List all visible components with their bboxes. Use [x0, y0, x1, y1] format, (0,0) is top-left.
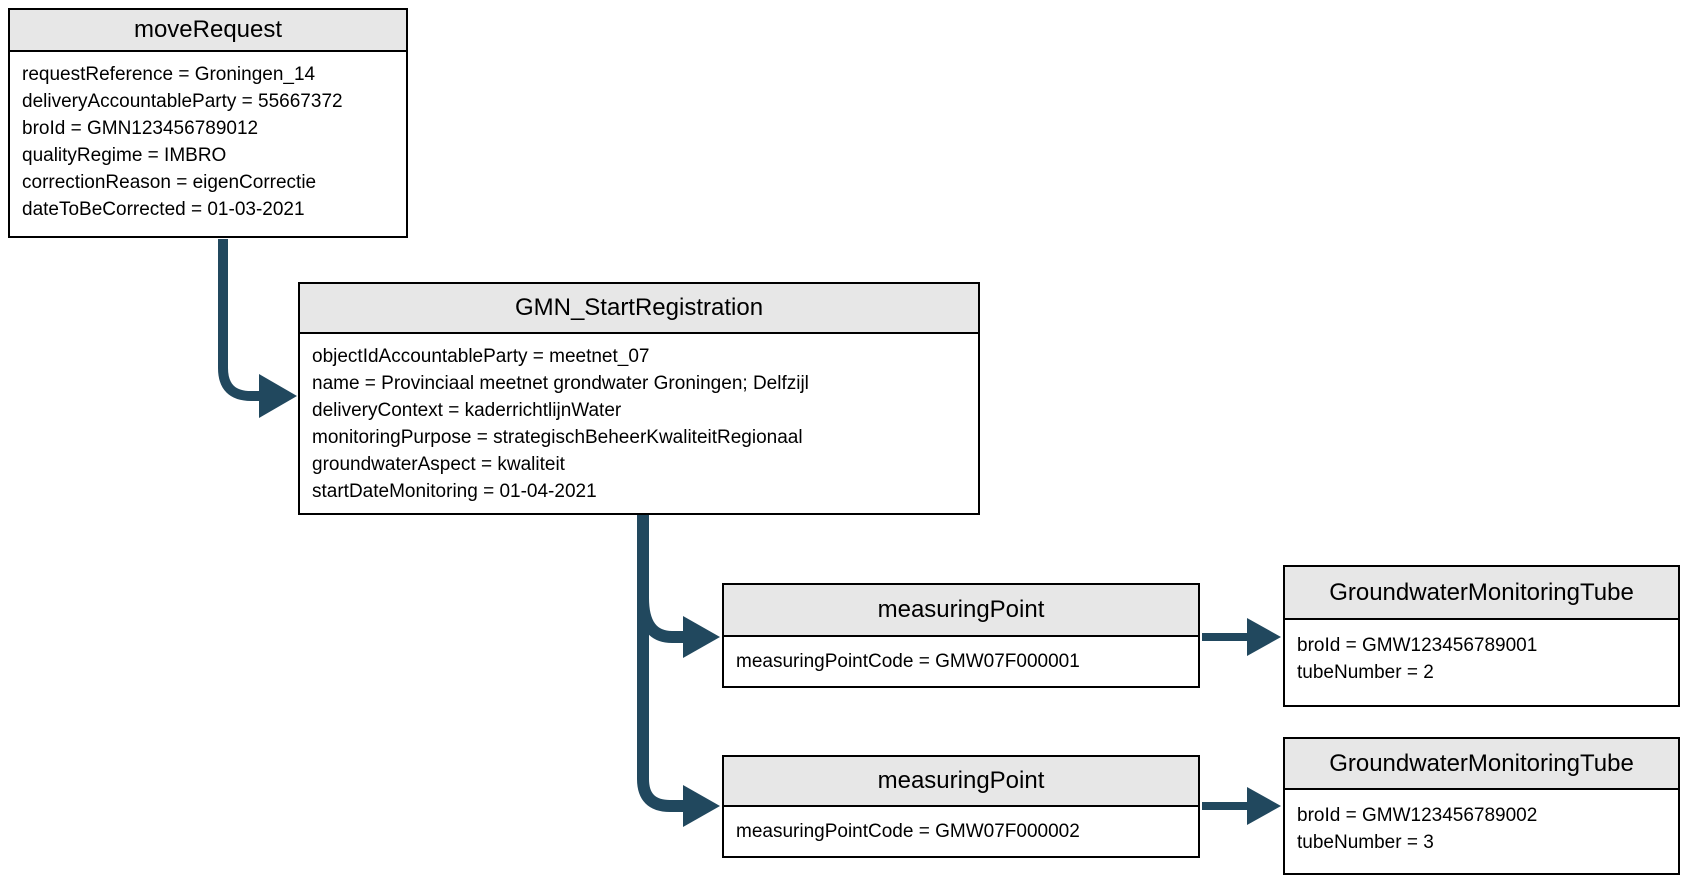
arrow-gmn-to-measuring-point-1	[637, 597, 684, 643]
class-box-measuring-point-1: measuringPoint measuringPointCode = GMW0…	[722, 583, 1200, 688]
arrowhead-move-request-to-gmn	[259, 374, 297, 418]
attribute-line: objectIdAccountableParty = meetnet_07	[312, 346, 650, 367]
attribute-line: requestReference = Groningen_14	[22, 64, 316, 85]
attribute-line: startDateMonitoring = 01-04-2021	[312, 481, 597, 502]
class-box-groundwater-monitoring-tube-2: GroundwaterMonitoringTube broId = GMW123…	[1283, 737, 1680, 875]
class-attributes-gmn-start-registration: objectIdAccountableParty = meetnet_07 na…	[300, 334, 978, 514]
attribute-line: monitoringPurpose = strategischBeheerKwa…	[312, 427, 803, 448]
attribute-line: broId = GMN123456789012	[22, 118, 259, 139]
class-box-gmn-start-registration: GMN_StartRegistration objectIdAccountabl…	[298, 282, 980, 515]
class-title-gmn-start-registration: GMN_StartRegistration	[300, 284, 978, 334]
attribute-line: tubeNumber = 2	[1297, 662, 1434, 683]
attribute-line: dateToBeCorrected = 01-03-2021	[22, 199, 305, 220]
class-attributes-measuring-point-1: measuringPointCode = GMW07F000001	[724, 637, 1198, 686]
class-attributes-groundwater-monitoring-tube-1: broId = GMW123456789001 tubeNumber = 2	[1285, 620, 1678, 705]
arrowhead-measuring-point-2-to-tube-2	[1247, 787, 1281, 825]
arrowhead-measuring-point-1-to-tube-1	[1247, 618, 1281, 656]
class-attributes-measuring-point-2: measuringPointCode = GMW07F000002	[724, 807, 1198, 856]
class-attributes-groundwater-monitoring-tube-2: broId = GMW123456789002 tubeNumber = 3	[1285, 790, 1678, 873]
attribute-line: broId = GMW123456789002	[1297, 805, 1538, 826]
attribute-line: broId = GMW123456789001	[1297, 635, 1538, 656]
class-title-move-request: moveRequest	[10, 10, 406, 52]
attribute-line: deliveryContext = kaderrichtlijnWater	[312, 400, 622, 421]
class-title-measuring-point-2: measuringPoint	[724, 757, 1198, 807]
attribute-line: measuringPointCode = GMW07F000002	[736, 821, 1080, 842]
arrowhead-gmn-to-measuring-point-1	[683, 616, 720, 658]
arrow-move-request-to-gmn	[218, 239, 262, 401]
attribute-line: name = Provinciaal meetnet grondwater Gr…	[312, 373, 809, 394]
arrowhead-gmn-to-measuring-point-2	[683, 785, 720, 827]
attribute-line: groundwaterAspect = kwaliteit	[312, 454, 565, 475]
class-attributes-move-request: requestReference = Groningen_14 delivery…	[10, 52, 406, 236]
attribute-line: qualityRegime = IMBRO	[22, 145, 227, 166]
class-box-groundwater-monitoring-tube-1: GroundwaterMonitoringTube broId = GMW123…	[1283, 565, 1680, 707]
attribute-line: measuringPointCode = GMW07F000001	[736, 651, 1080, 672]
class-box-measuring-point-2: measuringPoint measuringPointCode = GMW0…	[722, 755, 1200, 858]
class-title-groundwater-monitoring-tube-1: GroundwaterMonitoringTube	[1285, 567, 1678, 620]
attribute-line: tubeNumber = 3	[1297, 832, 1434, 853]
attribute-line: correctionReason = eigenCorrectie	[22, 172, 317, 193]
class-title-measuring-point-1: measuringPoint	[724, 585, 1198, 637]
class-title-groundwater-monitoring-tube-2: GroundwaterMonitoringTube	[1285, 739, 1678, 790]
arrow-gmn-to-measuring-point-2	[637, 515, 684, 812]
class-box-move-request: moveRequest requestReference = Groningen…	[8, 8, 408, 238]
attribute-line: deliveryAccountableParty = 55667372	[22, 91, 343, 112]
